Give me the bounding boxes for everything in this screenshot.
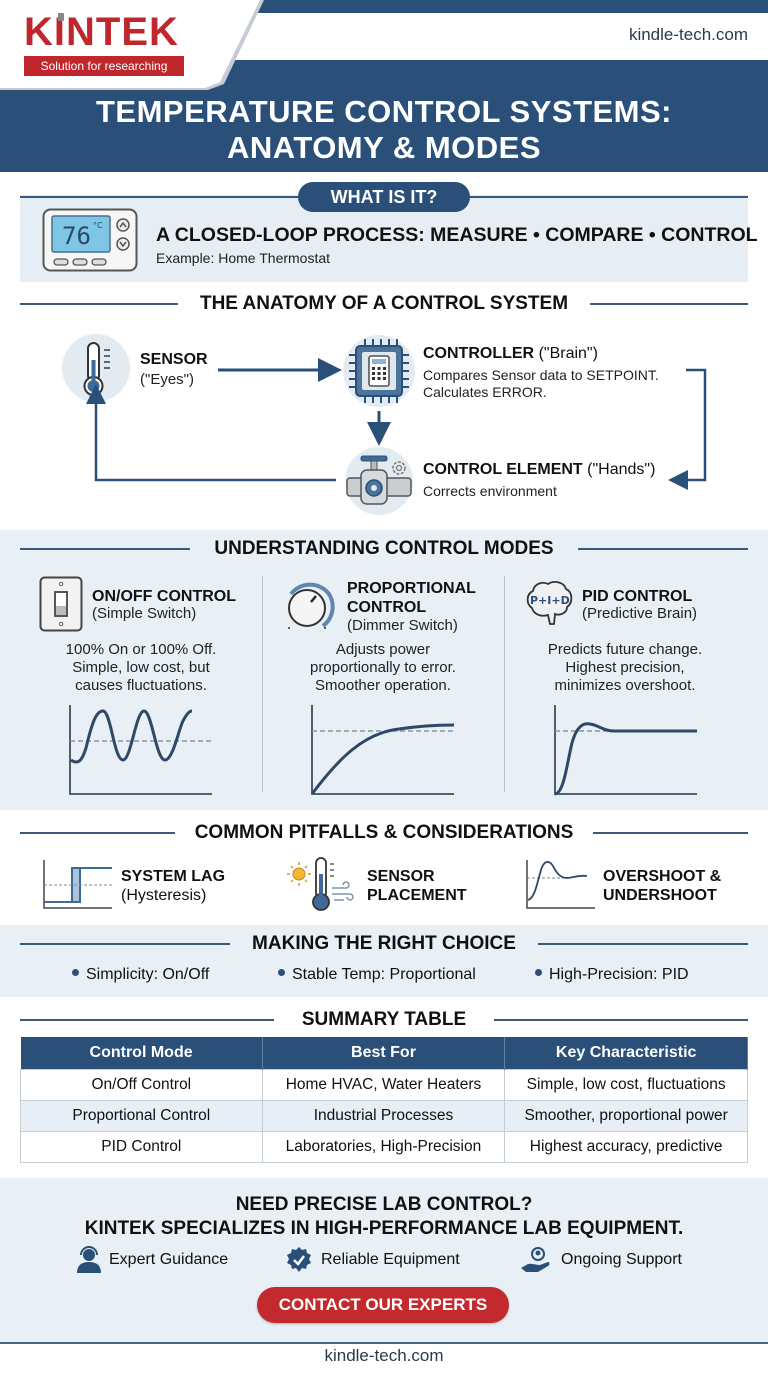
onoff-subtitle: (Simple Switch) — [92, 605, 197, 622]
table-cell: PID Control — [20, 1130, 263, 1163]
choice-bullet: High-Precision: PID — [535, 966, 689, 984]
light-switch-icon — [39, 576, 83, 632]
svg-text:°C: °C — [93, 221, 103, 230]
modes-heading: UNDERSTANDING CONTROL MODES — [20, 537, 748, 561]
table-row: On/Off Control Home HVAC, Water Heaters … — [20, 1068, 748, 1101]
sensor-title: SENSOR — [140, 351, 208, 368]
overshoot-title: OVERSHOOT & UNDERSHOOT — [603, 868, 722, 904]
summary-heading: SUMMARY TABLE — [20, 1008, 748, 1032]
proportional-subtitle: (Dimmer Switch) — [347, 617, 458, 634]
choice-heading: MAKING THE RIGHT CHOICE — [20, 932, 748, 956]
overshoot-graph-icon — [526, 860, 595, 909]
brain-icon: P+I+D — [526, 581, 573, 625]
pitfalls-heading-text: COMMON PITFALLS & CONSIDERATIONS — [194, 822, 574, 843]
thermostat-icon: 76 °C — [42, 208, 138, 272]
table-row: PID Control Laboratories, High-Precision… — [20, 1130, 748, 1163]
page-title: TEMPERATURE CONTROL SYSTEMS: ANATOMY & M… — [0, 94, 768, 166]
svg-text:P+I+D: P+I+D — [530, 594, 570, 607]
mode-divider — [504, 576, 505, 792]
onoff-title: ON/OFF CONTROL — [92, 588, 236, 605]
logo-tagline: Solution for researching — [24, 56, 184, 76]
hysteresis-graph-icon — [43, 860, 112, 909]
column-header: Control Mode — [20, 1037, 263, 1069]
chip-calculator-icon — [349, 339, 409, 403]
table-cell: On/Off Control — [20, 1068, 263, 1101]
controller-title: CONTROLLER ("Brain") — [423, 345, 598, 362]
page-title-line1: TEMPERATURE CONTROL SYSTEMS: — [95, 94, 673, 129]
what-is-it-headline: A CLOSED-LOOP PROCESS: MEASURE • COMPARE… — [156, 224, 758, 246]
table-cell: Laboratories, High-Precision — [261, 1130, 506, 1163]
system-lag-title: SYSTEM LAG (Hysteresis) — [121, 868, 226, 904]
pid-settle-graph — [554, 705, 697, 796]
choice-heading-text: MAKING THE RIGHT CHOICE — [252, 933, 516, 954]
anatomy-flow-arrows — [86, 358, 707, 490]
proportional-description: Adjusts power proportionally to error. S… — [310, 641, 456, 694]
mode-divider — [262, 576, 263, 792]
valve-gear-icon — [346, 455, 412, 505]
sensor-placement-title: SENSOR PLACEMENT — [367, 868, 467, 904]
pid-title: PID CONTROL — [582, 588, 693, 605]
pitfalls-heading: COMMON PITFALLS & CONSIDERATIONS — [20, 821, 748, 845]
table-cell: Smoother, proportional power — [504, 1099, 748, 1132]
choice-bullet: Simplicity: On/Off — [72, 966, 209, 984]
proportional-title: PROPORTIONAL CONTROL — [347, 580, 476, 616]
cta-heading: NEED PRECISE LAB CONTROL? KINTEK SPECIAL… — [84, 1194, 684, 1239]
control-element-description: Corrects environment — [423, 483, 557, 499]
pid-subtitle: (Predictive Brain) — [582, 605, 698, 622]
control-element-title: CONTROL ELEMENT ("Hands") — [423, 461, 656, 478]
thermostat-display: 76 — [62, 222, 91, 250]
sensor-subtitle: ("Eyes") — [140, 371, 194, 388]
proportional-gradual-graph — [310, 705, 455, 795]
logo-i-dot — [58, 13, 64, 21]
what-is-it-example: Example: Home Thermostat — [156, 250, 331, 266]
anatomy-heading-text: THE ANATOMY OF A CONTROL SYSTEM — [199, 293, 569, 314]
page-title-line2: ANATOMY & MODES — [226, 130, 542, 165]
table-row: Proportional Control Industrial Processe… — [20, 1099, 748, 1132]
column-header: Key Characteristic — [504, 1037, 748, 1069]
thermometer-sun-wind-icon — [287, 857, 354, 911]
onoff-oscillation-graph — [69, 705, 212, 795]
table-cell: Proportional Control — [20, 1099, 263, 1132]
table-cell: Industrial Processes — [261, 1099, 506, 1132]
choice-bullet: Stable Temp: Proportional — [278, 966, 476, 984]
onoff-description: 100% On or 100% Off. Simple, low cost, b… — [65, 641, 217, 694]
table-header-row: Control Mode Best For Key Characteristic — [20, 1037, 748, 1069]
summary-heading-text: SUMMARY TABLE — [301, 1009, 467, 1030]
logo[interactable]: KINTEK — [24, 10, 179, 54]
headset-person-icon — [77, 1246, 101, 1273]
summary-table: Control Mode Best For Key Characteristic… — [20, 1037, 748, 1163]
control-modes-section — [0, 530, 768, 810]
table-cell: Highest accuracy, predictive — [504, 1130, 748, 1163]
table-cell: Home HVAC, Water Heaters — [261, 1068, 506, 1101]
hand-person-icon — [521, 1247, 550, 1272]
gear-check-icon — [287, 1247, 311, 1272]
site-link-top[interactable]: kindle-tech.com — [628, 25, 748, 44]
contact-experts-button[interactable]: CONTACT OUR EXPERTS — [257, 1287, 509, 1323]
what-is-it-pill: WHAT IS IT? — [298, 182, 470, 212]
pid-description: Predicts future change. Highest precisio… — [547, 641, 703, 694]
column-header: Best For — [262, 1037, 506, 1069]
anatomy-heading: THE ANATOMY OF A CONTROL SYSTEM — [20, 292, 748, 316]
controller-description: Compares Sensor data to SETPOINT. Calcul… — [423, 367, 659, 400]
modes-heading-text: UNDERSTANDING CONTROL MODES — [214, 538, 554, 559]
dimmer-knob-icon — [288, 582, 335, 629]
site-link-bottom[interactable]: kindle-tech.com — [324, 1346, 444, 1365]
table-cell: Simple, low cost, fluctuations — [504, 1068, 748, 1101]
